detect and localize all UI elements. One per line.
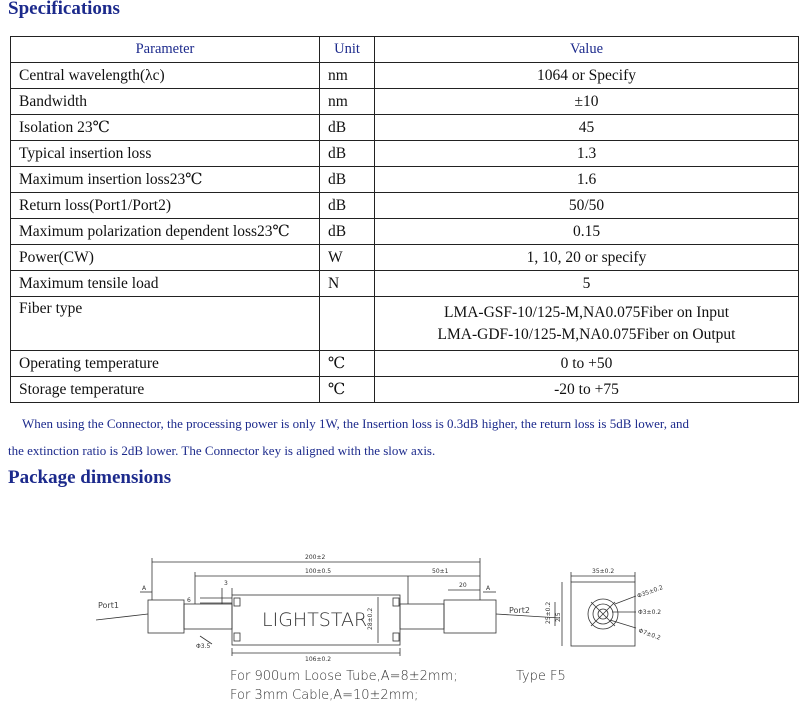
table-row: Maximum insertion loss23℃ dB 1.6 bbox=[10, 166, 799, 193]
unit-cell: dB bbox=[319, 218, 375, 245]
dim-height-label: 28±0.2 bbox=[367, 608, 374, 630]
note-line-2: the extinction ratio is 2dB lower. The C… bbox=[8, 443, 436, 458]
parameter-cell: Isolation 23℃ bbox=[10, 114, 320, 141]
unit-cell: ℃ bbox=[319, 376, 375, 403]
specifications-table: Parameter Unit Value Central wavelength(… bbox=[10, 36, 799, 403]
port2-fiber bbox=[495, 613, 561, 619]
table-header-row: Parameter Unit Value bbox=[10, 36, 799, 63]
table-row: Isolation 23℃ dB 45 bbox=[10, 114, 799, 141]
dim-phi-label: Φ3.5 bbox=[196, 643, 210, 650]
unit-cell bbox=[319, 296, 375, 351]
specifications-heading: Specifications bbox=[8, 0, 120, 19]
table-row: Operating temperature ℃ 0 to +50 bbox=[10, 350, 799, 377]
table-row: Maximum polarization dependent loss23℃ d… bbox=[10, 218, 799, 245]
parameter-cell: Maximum tensile load bbox=[10, 270, 320, 297]
value-cell: 45 bbox=[374, 114, 799, 141]
port1-fiber bbox=[95, 613, 149, 621]
loose-tube-note: For 900um Loose Tube,A=8±2mm; bbox=[230, 669, 458, 684]
end-view-square bbox=[570, 581, 636, 647]
fiber-input-line: LMA-GSF-10/125-M,NA0.075Fiber on Input bbox=[443, 303, 730, 321]
value-cell: 1, 10, 20 or specify bbox=[374, 244, 799, 271]
left-tube bbox=[147, 599, 185, 634]
header-value: Value bbox=[374, 36, 799, 63]
value-cell: 5 bbox=[374, 270, 799, 297]
unit-cell: dB bbox=[319, 140, 375, 167]
port2-label: Port2 bbox=[509, 606, 530, 615]
package-drawing: LIGHTSTAR Port1 Port2 200±2 100±0.5 50±1… bbox=[95, 554, 664, 703]
fiber-output-line: LMA-GDF-10/125-M,NA0.075Fiber on Output bbox=[437, 325, 736, 343]
dim-body-label: 100±0.5 bbox=[305, 568, 331, 575]
table-row: Storage temperature ℃ -20 to +75 bbox=[10, 376, 799, 403]
brand-label: LIGHTSTAR bbox=[262, 609, 367, 631]
unit-cell: ℃ bbox=[319, 350, 375, 377]
dim-a-right-label: A bbox=[486, 585, 491, 592]
type-label: Type F5 bbox=[516, 669, 566, 684]
table-row: Fiber type LMA-GSF-10/125-M,NA0.075Fiber… bbox=[10, 296, 799, 351]
unit-cell: dB bbox=[319, 114, 375, 141]
note-text-1: When using the Connector, the processing… bbox=[22, 416, 689, 431]
package-dimensions-heading: Package dimensions bbox=[8, 467, 172, 488]
value-cell: 1.3 bbox=[374, 140, 799, 167]
parameter-cell: Fiber type bbox=[10, 296, 320, 351]
value-cell: ±10 bbox=[374, 88, 799, 115]
parameter-cell: Return loss(Port1/Port2) bbox=[10, 192, 320, 219]
connector-note: When using the Connector, the processing… bbox=[8, 410, 798, 464]
right-boot bbox=[399, 603, 445, 630]
value-cell: 50/50 bbox=[374, 192, 799, 219]
port1-label: Port1 bbox=[98, 601, 119, 610]
unit-cell: nm bbox=[319, 88, 375, 115]
header-unit: Unit bbox=[319, 36, 375, 63]
table-row: Return loss(Port1/Port2) dB 50/50 bbox=[10, 192, 799, 219]
parameter-cell: Operating temperature bbox=[10, 350, 320, 377]
parameter-cell: Maximum insertion loss23℃ bbox=[10, 166, 320, 193]
value-cell: 1.6 bbox=[374, 166, 799, 193]
dim-bottom-label: 106±0.2 bbox=[305, 656, 331, 663]
parameter-cell: Central wavelength(λc) bbox=[10, 62, 320, 89]
end-d1-label: Φ35±0.2 bbox=[636, 584, 664, 600]
header-parameter: Parameter bbox=[10, 36, 320, 63]
dim-a-left-label: A bbox=[142, 585, 147, 592]
unit-cell: N bbox=[319, 270, 375, 297]
table-row: Central wavelength(λc) nm 1064 or Specif… bbox=[10, 62, 799, 89]
table-row: Power(CW) W 1, 10, 20 or specify bbox=[10, 244, 799, 271]
unit-cell: nm bbox=[319, 62, 375, 89]
left-boot bbox=[183, 603, 233, 630]
dim-6-label: 6 bbox=[187, 597, 191, 604]
dim-20-label: 20 bbox=[459, 582, 467, 589]
parameter-cell: Maximum polarization dependent loss23℃ bbox=[10, 218, 320, 245]
unit-cell: W bbox=[319, 244, 375, 271]
cable-note: For 3mm Cable,A=10±2mm; bbox=[230, 688, 418, 703]
dim-total-label: 200±2 bbox=[305, 554, 325, 561]
end-d2-label: Φ3±0.2 bbox=[638, 609, 661, 616]
end-d3-label: Φ7±0.2 bbox=[637, 627, 661, 642]
table-row: Typical insertion loss dB 1.3 bbox=[10, 140, 799, 167]
value-cell: LMA-GSF-10/125-M,NA0.075Fiber on Input L… bbox=[374, 296, 799, 351]
value-cell: 0 to +50 bbox=[374, 350, 799, 377]
note-line-1: When using the Connector, the processing… bbox=[8, 410, 798, 437]
end-view-outer-circle bbox=[587, 598, 619, 630]
parameter-cell: Power(CW) bbox=[10, 244, 320, 271]
parameter-cell: Storage temperature bbox=[10, 376, 320, 403]
table-row: Bandwidth nm ±10 bbox=[10, 88, 799, 115]
unit-cell: dB bbox=[319, 192, 375, 219]
end-side-label: 25±0.2 bbox=[545, 602, 552, 624]
table-row: Maximum tensile load N 5 bbox=[10, 270, 799, 297]
dim-3-label: 3 bbox=[224, 580, 228, 587]
dim-right-label: 50±1 bbox=[432, 568, 449, 575]
right-tube bbox=[443, 599, 497, 634]
value-cell: 1064 or Specify bbox=[374, 62, 799, 89]
end-width-label: 35±0.2 bbox=[592, 568, 614, 575]
value-cell: 0.15 bbox=[374, 218, 799, 245]
parameter-cell: Typical insertion loss bbox=[10, 140, 320, 167]
parameter-cell: Bandwidth bbox=[10, 88, 320, 115]
unit-cell: dB bbox=[319, 166, 375, 193]
end-inner-label: 2.5 bbox=[555, 612, 562, 622]
value-cell: -20 to +75 bbox=[374, 376, 799, 403]
